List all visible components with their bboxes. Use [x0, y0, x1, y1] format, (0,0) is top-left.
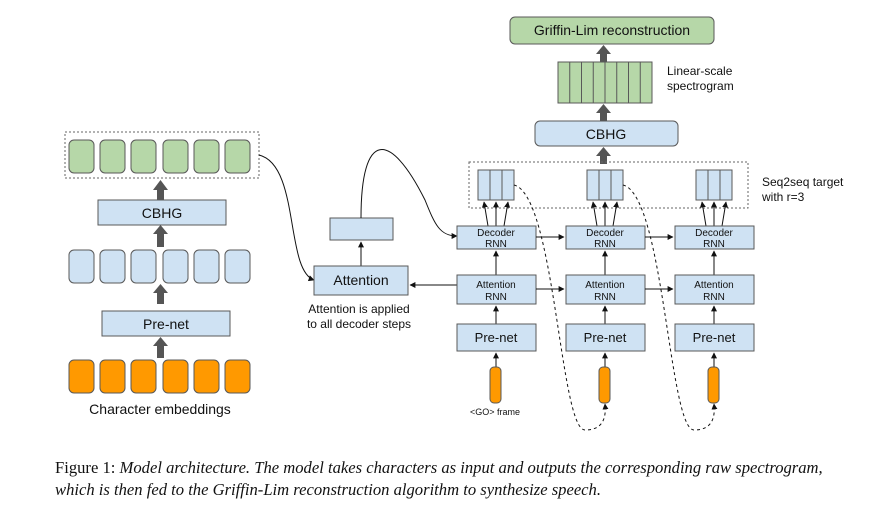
- decoder-prenet-label: Pre-net: [693, 330, 736, 345]
- decoder-rnn-label-2: RNN: [485, 239, 507, 250]
- seq2seq-target-group: [468, 161, 749, 209]
- attention-rnn-label-2: RNN: [594, 292, 616, 303]
- decoder-prenet-label: Pre-net: [584, 330, 627, 345]
- fan-arrow: [612, 201, 620, 227]
- attention-note-line-2: to all decoder steps: [307, 317, 411, 331]
- decoder-step-3: Decoder RNN Attention RNN Pre-net: [674, 169, 755, 404]
- thick-arrow: [596, 147, 611, 164]
- figure-label: Figure 1:: [55, 458, 120, 477]
- attention-rnn-box: [674, 274, 755, 305]
- character-embedding-cells: [68, 359, 251, 394]
- encoder-output-cell: [68, 139, 95, 174]
- decoder-rnn-label-2: RNN: [703, 239, 725, 250]
- target-frames-box: [695, 169, 733, 201]
- encoder-hidden-cells: [68, 249, 251, 284]
- fan-arrow: [590, 201, 598, 227]
- figure-caption: Figure 1: Model architecture. The model …: [55, 457, 855, 501]
- go-frame-label: <GO> frame: [470, 407, 520, 417]
- character-embeddings-label: Character embeddings: [89, 401, 231, 417]
- char-embedding-cell: [224, 359, 251, 394]
- target-frames-box: [477, 169, 515, 201]
- encoder-cbhg-box: [97, 199, 227, 226]
- go-frame-box: [489, 366, 502, 404]
- encoder-output-cell: [162, 139, 189, 174]
- target-frames-box: [586, 169, 624, 201]
- fan-arrow: [699, 201, 707, 227]
- griffin-lim-label: Griffin-Lim reconstruction: [534, 22, 690, 38]
- encoder-hidden-cell: [68, 249, 95, 284]
- attention-rnn-label-1: Attention: [694, 280, 733, 291]
- attention-note-line-1: Attention is applied: [308, 302, 409, 316]
- thick-arrow: [153, 337, 168, 358]
- linear-spectrogram-dividers: [569, 62, 641, 103]
- decoder-prenet-box: [565, 323, 646, 352]
- encoder-hidden-cell: [162, 249, 189, 284]
- encoder-cbhg-label: CBHG: [142, 205, 182, 221]
- seq2seq-label-line-2: with r=3: [761, 190, 805, 204]
- decoder-rnn-label-1: Decoder: [695, 228, 733, 239]
- decoder-step-2: Decoder RNN Attention RNN Pre-net: [565, 169, 646, 404]
- feedback-dashed-curves: [513, 184, 718, 431]
- thick-arrow: [153, 225, 168, 247]
- thick-arrow: [596, 104, 611, 121]
- fan-arrow: [481, 201, 489, 227]
- attention-rnn-box: [456, 274, 537, 305]
- char-embedding-cell: [99, 359, 126, 394]
- decoder-prenet-box: [674, 323, 755, 352]
- recurrent-arrows: [536, 234, 674, 292]
- encoder-hidden-cell: [193, 249, 220, 284]
- attention-rnn-box: [565, 274, 646, 305]
- encoder-output-cell: [224, 139, 251, 174]
- decoder-prenet-label: Pre-net: [475, 330, 518, 345]
- linear-scale-label-line-1: Linear-scale: [667, 64, 733, 78]
- thick-arrow: [153, 284, 168, 304]
- decoder-cbhg-label: CBHG: [586, 126, 626, 142]
- attention-rnn-label-2: RNN: [485, 292, 507, 303]
- thick-arrow: [153, 180, 168, 200]
- decoder-rnn-label-1: Decoder: [477, 228, 515, 239]
- encoder-to-attention-curve: [258, 154, 315, 282]
- decoder-cbhg-box: [534, 120, 679, 147]
- encoder-hidden-cell: [130, 249, 157, 284]
- decoder-rnn-label-1: Decoder: [586, 228, 624, 239]
- decoder-prenet-box: [456, 323, 537, 352]
- fan-arrow: [721, 201, 729, 227]
- decoder-rnn-box: [674, 225, 755, 250]
- encoder-hidden-cell: [224, 249, 251, 284]
- attention-rnn-label-1: Attention: [476, 280, 515, 291]
- fan-arrow: [503, 201, 511, 227]
- attention-rnn-label-1: Attention: [585, 280, 624, 291]
- decoder-step-1: Decoder RNN Attention RNN Pre-net <GO> f…: [456, 169, 537, 417]
- attention-label: Attention: [333, 272, 388, 288]
- context-to-decoder-curve: [360, 149, 458, 239]
- encoder-output-cell: [99, 139, 126, 174]
- encoder-output-cells: [68, 139, 251, 174]
- encoder-hidden-cell: [99, 249, 126, 284]
- char-embedding-cell: [193, 359, 220, 394]
- encoder-output-cell: [130, 139, 157, 174]
- encoder-prenet-label: Pre-net: [143, 316, 189, 332]
- char-embedding-cell: [68, 359, 95, 394]
- char-embedding-cell: [130, 359, 157, 394]
- decoder-rnn-label-2: RNN: [594, 239, 616, 250]
- thick-arrow: [596, 45, 611, 62]
- attention-context-box: [329, 217, 394, 241]
- char-embedding-cell: [162, 359, 189, 394]
- caption-text: Model architecture. The model takes char…: [55, 458, 823, 499]
- input-frame-box: [598, 366, 611, 404]
- encoder-output-cell: [193, 139, 220, 174]
- linear-scale-label-line-2: spectrogram: [667, 79, 734, 93]
- griffin-lim-box: [509, 16, 715, 45]
- input-frame-box: [707, 366, 720, 404]
- encoder-prenet-box: [101, 310, 231, 337]
- attention-rnn-label-2: RNN: [703, 292, 725, 303]
- seq2seq-label-line-1: Seq2seq target: [762, 175, 844, 189]
- attention-box: [313, 265, 409, 296]
